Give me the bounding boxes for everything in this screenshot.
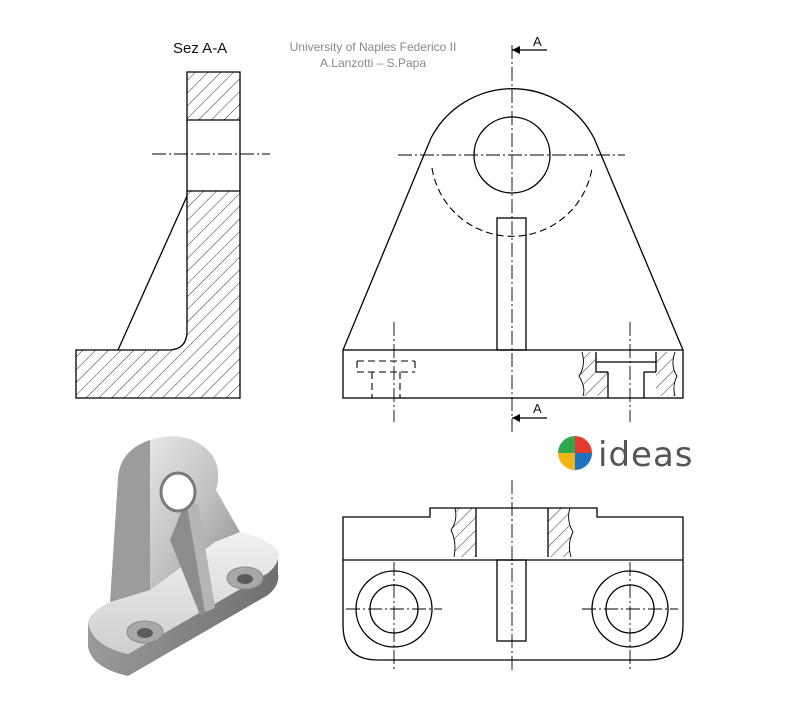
hatch-lower-body <box>76 191 240 398</box>
section-mark-bottom: A <box>512 401 547 422</box>
credit-university: University of Naples Federico II <box>290 40 457 54</box>
front-right-counterbore-section <box>578 351 678 398</box>
top-section-right <box>548 508 573 557</box>
isometric-render <box>88 436 279 676</box>
section-mark-bottom-label: A <box>533 401 542 416</box>
front-outline <box>342 88 684 351</box>
iso-hole-right <box>226 566 264 590</box>
section-mark-top: A <box>512 34 547 54</box>
front-left-counterbore <box>356 360 416 398</box>
front-view: A A <box>342 34 684 432</box>
top-base-outline <box>342 560 684 661</box>
iso-upright-left <box>110 440 150 602</box>
iso-bore <box>159 471 197 513</box>
top-rib <box>496 559 527 642</box>
logo-circle-icon <box>558 436 592 470</box>
top-view <box>342 480 684 672</box>
hatch-upper-lug <box>187 72 240 120</box>
top-section-left <box>451 508 476 557</box>
top-upper-outline <box>342 507 684 560</box>
logo-wordmark: ideas <box>598 435 694 475</box>
section-view-aa <box>75 71 270 399</box>
section-title: Sez A-A <box>173 40 227 57</box>
iso-base-front <box>88 552 279 676</box>
section-mark-top-label: A <box>533 34 542 49</box>
section-rib-edge <box>117 195 188 351</box>
front-rib <box>496 217 527 351</box>
front-hidden-arc <box>431 167 593 237</box>
credit-authors: A.Lanzotti – S.Papa <box>320 56 426 70</box>
section-outline <box>75 71 241 399</box>
ideas-logo: ideas <box>558 435 694 475</box>
iso-hole-left <box>126 620 164 644</box>
